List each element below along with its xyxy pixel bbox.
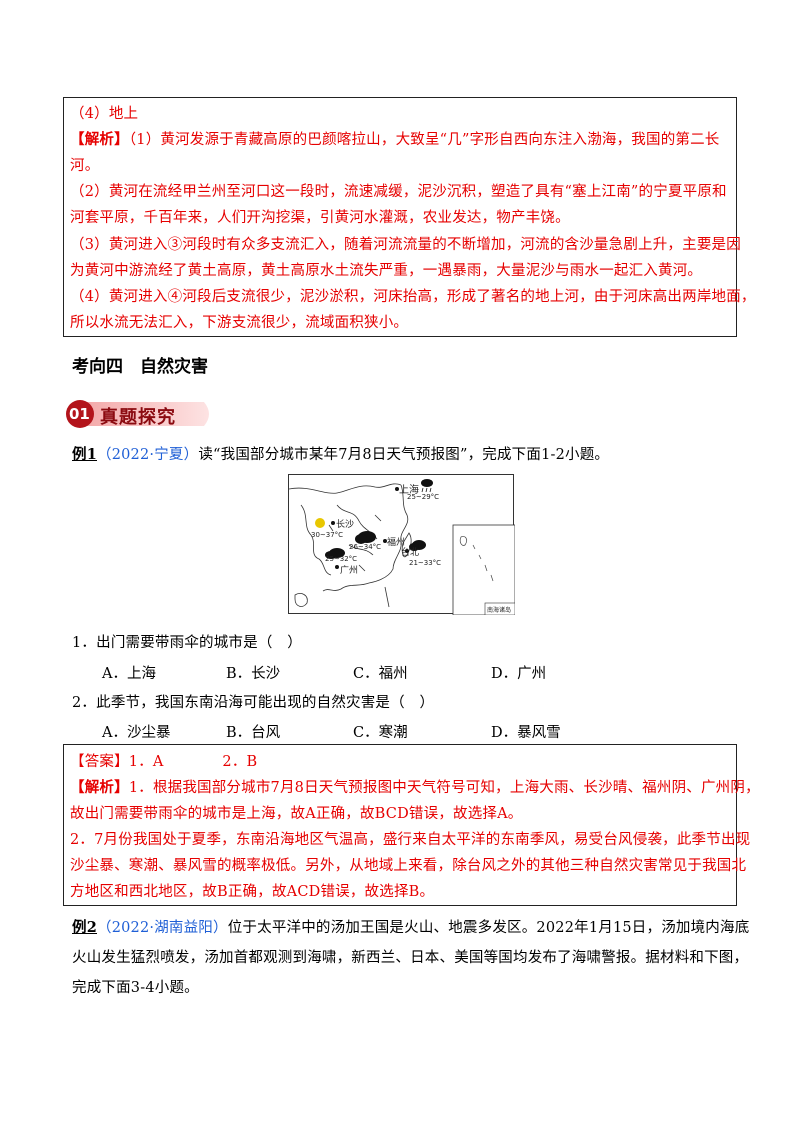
city-label-fuzhou: 福州	[387, 538, 406, 548]
banner-number: 01	[69, 405, 90, 423]
analysis-line: 【解析】1．根据我国部分城市7月8日天气预报图中天气符号可知，上海大雨、长沙晴、…	[70, 779, 760, 796]
map-outline	[288, 479, 516, 616]
example-2-line-1: 例2（2022·湖南益阳）位于太平洋中的汤加王国是火山、地震多发区。2022年1…	[72, 919, 750, 936]
example-2-line-3: 完成下面3-4小题。	[72, 980, 199, 996]
analysis-tag: 【解析】	[70, 779, 129, 796]
cloud-icon	[325, 479, 433, 559]
q1-option-d: D．广州	[491, 666, 547, 682]
inset-label: 南海诸岛	[487, 607, 512, 614]
temp-shanghai: 25~29°C	[407, 493, 440, 501]
analysis-tag: 【解析】	[70, 131, 129, 148]
weather-map: 上海 25~29°C 长沙 30~37°C 福州 26~34°C 台北 21~3…	[288, 474, 516, 616]
temp-changsha: 30~37°C	[311, 531, 344, 539]
analysis-box-1	[63, 97, 737, 337]
q2-option-a: A．沙尘暴	[102, 725, 171, 741]
analysis-line: 为黄河中游流经了黄土高原，黄土高原水土流失严重，一遇暴雨，大量泥沙与雨水一起汇入…	[70, 263, 703, 279]
analysis-line: 2．7月份我国处于夏季，东南沿海地区气温高，盛行来自太平洋的东南季风，易受台风侵…	[70, 832, 751, 848]
sun-icon	[315, 518, 325, 528]
question-2: 2．此季节，我国东南沿海可能出现的自然灾害是（ ）	[72, 695, 435, 711]
city-label-guangzhou: 广州	[340, 566, 359, 576]
city-label-shanghai: 上海	[399, 485, 419, 496]
analysis-line: （2）黄河在流经甲兰州至河口这一段时，流速减缓，泥沙沉积，塑造了具有“塞上江南”…	[70, 184, 727, 200]
banner-text: 真题探究	[100, 407, 176, 428]
q1-option-a: A．上海	[102, 666, 156, 682]
temp-guangzhou: 25~32°C	[325, 555, 358, 563]
q2-option-b: B．台风	[226, 725, 281, 741]
example-source: （2022·宁夏）	[97, 447, 199, 463]
analysis-line: 【解析】（1）黄河发源于青藏高原的巴颜喀拉山，大致呈“几”字形自西向东注入渤海，…	[70, 131, 720, 148]
analysis-line: 河套平原，千百年来，人们开沟挖渠，引黄河水灌溉，农业发达，物产丰饶。	[70, 210, 570, 226]
banner-graphic	[66, 400, 209, 428]
analysis-line: 河。	[70, 158, 100, 174]
analysis-line: （4）黄河进入④河段后支流很少，泥沙淤积，河床抬高，形成了著名的地上河，由于河床…	[70, 289, 756, 305]
city-label-changsha: 长沙	[336, 520, 355, 530]
answer-item-4: （4）地上	[70, 106, 139, 122]
section-title: 考向四 自然灾害	[72, 357, 208, 377]
example-1-stem: 例1（2022·宁夏）读“我国部分城市某年7月8日天气预报图”，完成下面1-2小…	[72, 446, 610, 463]
section-banner: 01 真题探究	[64, 398, 214, 430]
example-label: 例1	[72, 446, 97, 463]
example-label: 例2	[72, 919, 97, 936]
temp-fuzhou: 26~34°C	[349, 543, 382, 551]
example-2-line-2: 火山发生猛烈喷发，汤加首都观测到海啸，新西兰、日本、美国等国均发布了海啸警报。据…	[72, 950, 749, 966]
analysis-box-2	[63, 744, 737, 906]
temp-taibei: 21~33°C	[409, 559, 442, 567]
question-1: 1．出门需要带雨伞的城市是（ ）	[72, 635, 302, 651]
analysis-line: （3）黄河进入③河段时有众多支流汇入，随着河流流量的不断增加，河流的含沙量急剧上…	[70, 237, 741, 253]
analysis-line: 沙尘暴、寒潮、暴风雪的概率极低。另外，从地域上来看，除台风之外的其他三种自然灾害…	[70, 858, 747, 874]
analysis-line: 所以水流无法汇入，下游支流很少，流域面积狭小。	[70, 315, 409, 331]
analysis-line: 方地区和西北地区，故B正确，故ACD错误，故选择B。	[70, 884, 435, 900]
q2-option-c: C．寒潮	[353, 725, 408, 741]
city-label-taibei: 台北	[401, 548, 420, 558]
analysis-line: 故出门需要带雨伞的城市是上海，故A正确，故BCD错误，故选择A。	[70, 806, 523, 822]
example-source: （2022·湖南益阳）	[97, 920, 228, 936]
answer-line: 【答案】1．A 2．B	[70, 754, 258, 770]
q1-option-b: B．长沙	[226, 666, 281, 682]
q2-option-d: D．暴风雪	[491, 725, 561, 741]
q1-option-c: C．福州	[353, 666, 408, 682]
